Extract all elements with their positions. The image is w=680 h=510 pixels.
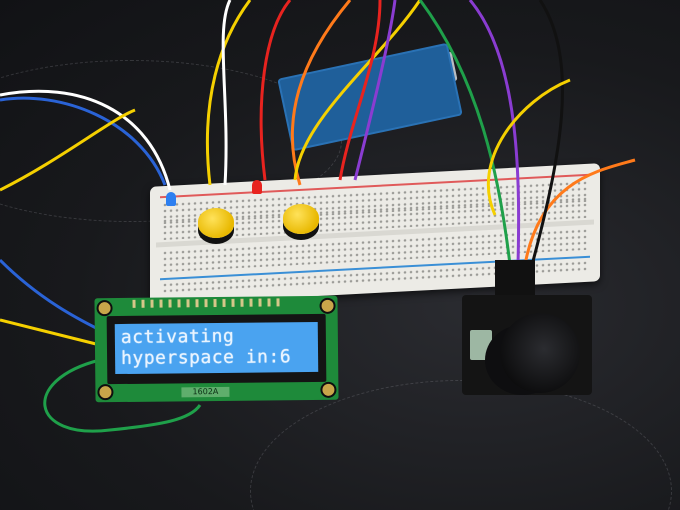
joystick-knob[interactable] <box>500 313 580 393</box>
yellow-push-button[interactable] <box>283 204 319 234</box>
lcd-screen: activating hyperspace in:6 <box>114 321 319 375</box>
mount-hole <box>320 381 337 398</box>
mount-hole <box>97 384 114 401</box>
lcd-bezel: activating hyperspace in:6 <box>106 313 327 385</box>
lcd-line-2: hyperspace in:6 <box>120 346 292 369</box>
lcd-pin-header <box>132 298 281 308</box>
mount-hole <box>319 297 336 314</box>
red-led <box>252 180 262 194</box>
yellow-push-button[interactable] <box>198 208 234 238</box>
lcd-line-1: activating <box>120 325 235 349</box>
lcd-module: activating hyperspace in:6 1602A <box>94 295 339 403</box>
lcd-model-label: 1602A <box>181 386 230 398</box>
blue-led <box>166 192 176 206</box>
mount-hole <box>96 300 113 317</box>
